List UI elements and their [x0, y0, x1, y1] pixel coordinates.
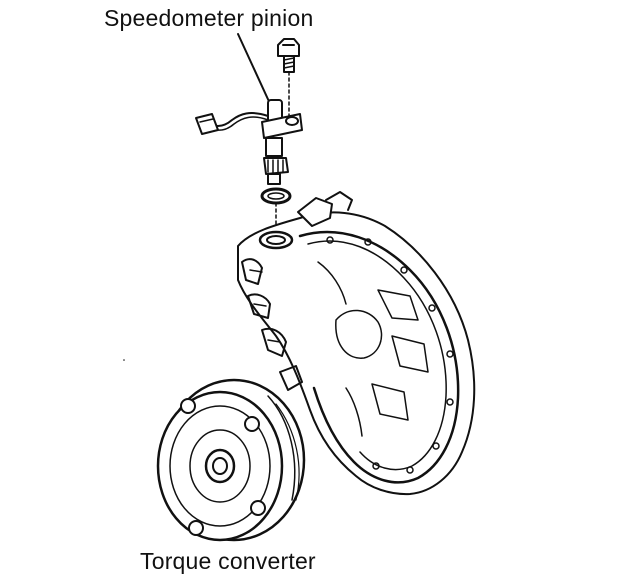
- bolt: [277, 38, 300, 121]
- sensor-wire: [195, 112, 269, 135]
- torque-converter: [156, 378, 306, 542]
- o-ring: [260, 187, 292, 205]
- torque-converter-label: Torque converter: [140, 548, 316, 574]
- speedometer-leader-line: [237, 33, 273, 109]
- transmission-housing: [237, 191, 476, 496]
- speedometer-pinion: [261, 99, 303, 185]
- speedometer-pinion-label: Speedometer pinion: [104, 5, 314, 31]
- speck: [123, 359, 125, 361]
